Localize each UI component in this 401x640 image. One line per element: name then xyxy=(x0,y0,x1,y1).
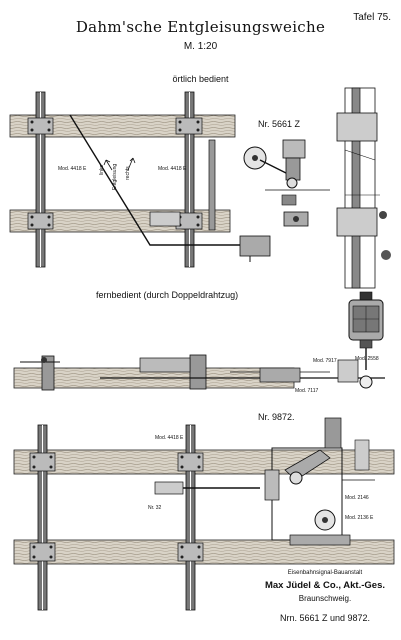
scale-label: M. 1:20 xyxy=(183,41,218,52)
maker-line-3: Braunschweig. xyxy=(298,594,352,603)
model-label: Mod. 4418 E xyxy=(155,435,184,441)
plate-number: Tafel 75. xyxy=(353,12,391,23)
model-label: Mod. 7917 xyxy=(313,358,337,364)
part-number-top: Nr. 5661 Z xyxy=(258,119,301,129)
model-label: Mod. 7117 xyxy=(295,388,319,394)
section-title-remote: fernbedient (durch Doppeldrahtzug) xyxy=(96,290,239,300)
footer-numbers: Nrn. 5661 Z und 9872. xyxy=(279,613,371,623)
model-label: Mod. 2558 xyxy=(355,356,379,362)
direction-label-left: links xyxy=(99,164,105,175)
model-label: Mod. 4418 E xyxy=(158,166,187,172)
maker-line-2: Max Jüdel & Co., Akt.-Ges. xyxy=(264,580,385,591)
part-number-bottom: Nr. 9872. xyxy=(258,412,295,422)
maker-line-1: Eisenbahnsignal-Bauanstalt xyxy=(287,570,363,576)
drawing-local xyxy=(9,91,330,268)
model-label: Nr. 32 xyxy=(148,505,162,511)
side-view-top xyxy=(336,87,391,289)
model-label: Mod. 4418 E xyxy=(58,166,87,172)
model-label: Mod. 2136 E xyxy=(345,515,374,521)
direction-label-mid: Entgleisung xyxy=(112,163,118,190)
drawing-remote-side xyxy=(13,354,385,391)
drawing-remote-plan xyxy=(13,417,395,611)
direction-label-right: rechts xyxy=(125,166,131,180)
section-title-local: örtlich bedient xyxy=(172,74,229,84)
page-title: Dahm'sche Entgleisungsweiche xyxy=(75,18,326,36)
lamp-drawing xyxy=(348,291,384,370)
model-label: Mod. 2146 xyxy=(345,495,369,501)
